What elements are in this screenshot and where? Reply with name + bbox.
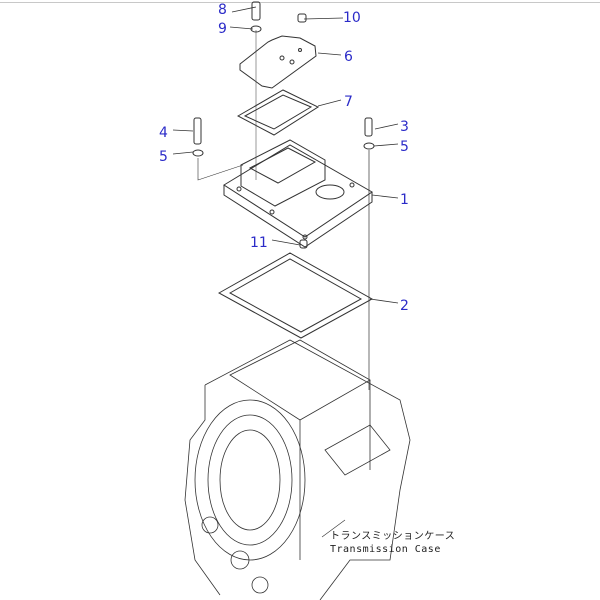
callout-9: 9 (218, 21, 227, 37)
plug-10 (297, 13, 307, 23)
bolt-8 (251, 1, 261, 21)
callout-8: 8 (218, 2, 227, 18)
callout-7: 7 (344, 94, 353, 110)
callout-10: 10 (343, 10, 361, 26)
bolt-4 (193, 117, 202, 145)
caption-english: Transmission Case (330, 544, 441, 555)
callout-5-left: 5 (159, 149, 168, 165)
callout-4: 4 (159, 125, 168, 141)
callout-5-right: 5 (400, 139, 409, 155)
transmission-case (184, 339, 411, 600)
gasket-7 (236, 89, 320, 136)
washer-9 (250, 25, 262, 33)
washer-5-right (363, 142, 375, 150)
caption-japanese: トランスミッションケース (330, 531, 456, 542)
plug-11 (299, 239, 308, 249)
valve-body-1 (223, 139, 373, 248)
alignment-line (197, 158, 244, 181)
callout-3: 3 (400, 119, 409, 135)
callout-1: 1 (400, 192, 409, 208)
caption-leader-line (321, 519, 346, 538)
cover-6 (239, 35, 317, 89)
callout-11: 11 (250, 235, 268, 251)
leader-lines (172, 6, 399, 304)
callout-6: 6 (344, 49, 353, 65)
bolt-3 (364, 117, 373, 137)
washer-5-left (192, 149, 204, 157)
callout-2: 2 (400, 298, 409, 314)
gasket-2 (217, 252, 374, 339)
top-border (0, 2, 600, 3)
